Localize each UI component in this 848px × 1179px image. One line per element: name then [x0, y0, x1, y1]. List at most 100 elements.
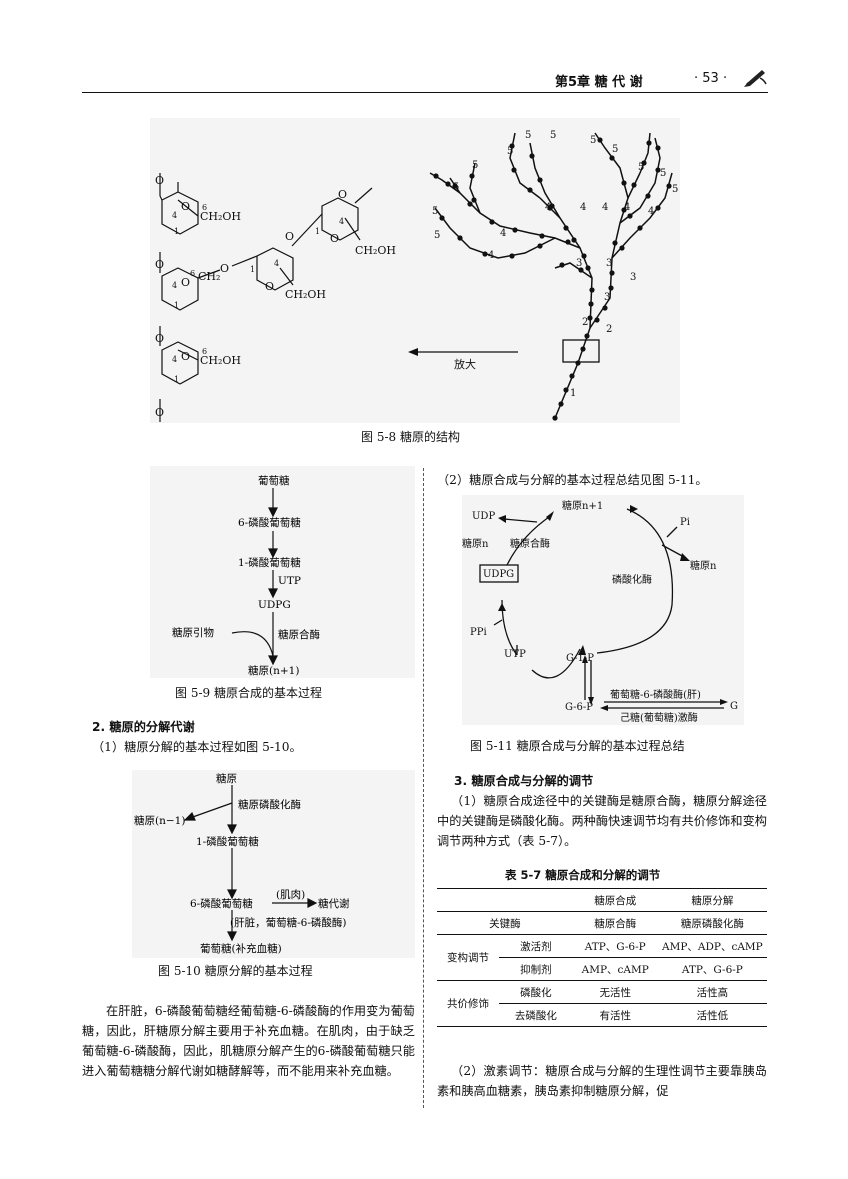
table-row: 关键酶 糖原合酶 糖原磷酸化酶 [437, 912, 767, 935]
o-label: O [330, 232, 339, 245]
step-g6p: 6-磷酸葡萄糖 [238, 516, 301, 529]
column-divider [423, 468, 424, 1108]
carbon-number: 6 [202, 347, 207, 356]
table-row: 变构调节 激活剂 ATP、G-6-P AMP、ADP、cAMP [437, 934, 767, 981]
right-intro: （2）糖原合成与分解的基本过程总结见图 5-11。 [437, 473, 708, 487]
svg-text:3: 3 [630, 272, 636, 283]
udp-label: UDP [472, 511, 495, 522]
udpg-label: UDPG [483, 569, 514, 580]
figure-5-10-caption: 图 5-10 糖原分解的基本过程 [158, 964, 313, 978]
section-2-title: 2. 糖原的分解代谢 [92, 720, 195, 734]
chapter-header: 第5章 糖 代 谢 [555, 75, 643, 90]
header-rule [82, 92, 768, 93]
glucose-blood-label: 葡萄糖(补充血糖) [200, 942, 282, 955]
paragraph-hormone: （2）激素调节：糖原合成与分解的生理性调节主要靠胰岛素和胰高血糖素，胰岛素抑制糖… [437, 1064, 767, 1098]
table-5-7-title: 表 5-7 糖原合成和分解的调节 [505, 868, 661, 882]
o-label: O [155, 332, 164, 345]
carbon-number: 6 [202, 203, 207, 212]
carbon-number: 4 [172, 211, 177, 220]
branch-numbers: 1 2 2 3 3 3 3 4 4 4 4 4 4 4 5 5 5 5 5 5 … [432, 130, 678, 399]
step-g1p: 1-磷酸葡萄糖 [238, 556, 301, 569]
pen-icon [744, 70, 767, 87]
glycogen-n-left: 糖原n [462, 537, 489, 550]
svg-text:5: 5 [660, 168, 666, 179]
step-glucose: 葡萄糖 [258, 474, 290, 487]
svg-text:4: 4 [602, 202, 608, 213]
o-label: O [285, 230, 294, 243]
hexokinase-label: 己糖(葡萄糖)激酶 [620, 711, 698, 724]
carbon-number: 1 [315, 227, 320, 236]
muscle-label: (肌肉) [276, 888, 305, 901]
svg-text:1: 1 [570, 388, 576, 399]
primer-label: 糖原引物 [172, 626, 214, 639]
utp-label: UTP [504, 649, 526, 660]
liver-label: (肝脏，葡萄糖-6-磷酸酶) [230, 916, 346, 929]
ch2oh-label: CH₂OH [355, 244, 396, 257]
svg-text:5: 5 [638, 162, 644, 173]
page-number: · 53 · [694, 71, 728, 86]
g6p-label: G-6-P [565, 702, 593, 713]
svg-text:5: 5 [432, 206, 438, 217]
figure-5-11: 糖原n+1 UDP Pi 糖原n 糖原合酶 糖原n UDPG 磷酸化酶 PPi … [462, 499, 738, 724]
o-label: O [181, 276, 190, 289]
ch2-label: CH₂ [198, 270, 220, 283]
g6pase-label: 葡萄糖-6-磷酸酶(肝) [610, 688, 701, 701]
svg-text:2: 2 [582, 317, 588, 328]
table-header: 糖原分解 [691, 894, 734, 907]
figure-5-8-caption: 图 5-8 糖原的结构 [361, 430, 460, 444]
o-label: O [338, 188, 347, 201]
synthase-label: 糖原合酶 [510, 537, 550, 550]
svg-text:4: 4 [500, 228, 506, 239]
section-3-title: 3. 糖原合成与分解的调节 [454, 774, 594, 788]
glycogen-n1-top: 糖原n+1 [562, 499, 603, 512]
ch2oh-label: CH₂OH [200, 354, 241, 367]
enlarge-box [562, 339, 600, 363]
g6p-label: 6-磷酸葡萄糖 [190, 897, 253, 910]
phosphorylase-label: 磷酸化酶 [612, 573, 652, 586]
svg-text:4: 4 [648, 206, 654, 217]
ch2oh-label: CH₂OH [200, 210, 241, 223]
svg-text:2: 2 [606, 324, 612, 335]
table-5-7: 糖原合成 糖原分解 关键酶 糖原合酶 糖原磷酸化酶 变构调节 激活剂 ATP、G… [437, 888, 767, 1027]
svg-text:3: 3 [604, 292, 610, 303]
figure-5-11-caption: 图 5-11 糖原合成与分解的基本过程总结 [470, 739, 685, 753]
o-label: O [181, 200, 190, 213]
o-label: O [155, 258, 164, 271]
enlarge-label: 放大 [454, 357, 476, 371]
svg-text:5: 5 [550, 130, 556, 141]
paragraph-liver-muscle: 在肝脏，6-磷酸葡萄糖经葡萄糖-6-磷酸酶的作用变为葡萄糖，因此，肝糖原分解主要… [82, 1004, 415, 1078]
utp-label: UTP [278, 575, 301, 587]
figure-5-9: 葡萄糖 6-磷酸葡萄糖 1-磷酸葡萄糖 UDPG 糖原(n+1) UTP 糖原引… [172, 474, 320, 677]
svg-text:5: 5 [472, 160, 478, 171]
pi-label: Pi [680, 517, 690, 528]
carbon-number: 6 [190, 269, 195, 278]
table-header: 糖原合成 [594, 894, 637, 907]
carbon-number: 4 [274, 259, 279, 268]
section-2-text: （1）糖原分解的基本过程如图 5-10。 [92, 740, 302, 754]
glycogen-n1-label: 糖原(n−1) [134, 814, 185, 827]
svg-text:5: 5 [525, 130, 531, 141]
figure-5-8-background [150, 118, 680, 423]
g1p-label: G-1-P [566, 653, 594, 664]
carbon-number: 1 [174, 227, 179, 236]
carbon-number: 4 [172, 281, 177, 290]
svg-text:3: 3 [606, 258, 612, 269]
carbon-number: 1 [250, 265, 255, 274]
svg-text:5: 5 [590, 135, 596, 146]
table-row: 共价修饰 磷酸化 无活性 活性高 [437, 980, 767, 1027]
table-row: 去磷酸化 有活性 活性低 [437, 1004, 767, 1027]
enzyme-label: 糖原合酶 [278, 628, 320, 641]
svg-text:4: 4 [624, 202, 630, 213]
figure-5-10-background [132, 770, 415, 958]
g-label: G [730, 701, 738, 712]
carbon-number: 4 [339, 217, 344, 226]
ppi-label: PPi [470, 627, 487, 638]
svg-text:4: 4 [545, 202, 551, 213]
g1p-label: 1-磷酸葡萄糖 [196, 835, 259, 848]
svg-text:4: 4 [580, 202, 586, 213]
table-row: 抑制剂 AMP、cAMP ATP、G-6-P [437, 958, 767, 981]
glycogen-label: 糖原 [216, 772, 237, 785]
ch2oh-label: CH₂OH [285, 288, 326, 301]
carbon-number: 1 [174, 375, 179, 384]
o-label: O [155, 174, 164, 187]
